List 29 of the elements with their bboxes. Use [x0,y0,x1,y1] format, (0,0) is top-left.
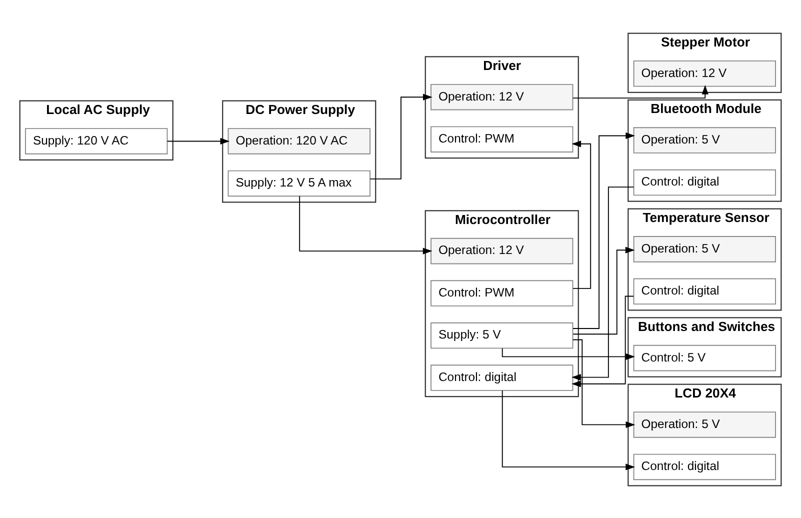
arrow [572,84,708,98]
node-box: Operation: 5 V [633,126,776,153]
arrow [572,295,634,387]
node-box: Control: digital [633,168,776,196]
arrow [502,347,636,360]
node-box: Supply: 12 V 5 A max [228,170,370,196]
arrow [572,186,634,380]
arrow [299,195,432,254]
arrow [572,246,635,334]
node-box: Control: PWM [430,280,574,306]
node-box: Supply: 5 V [430,322,574,348]
arrow [166,137,230,144]
node-box: Control: 5 V [633,344,776,371]
arrow [572,338,636,428]
node-box: Operation: 120 V AC [228,128,370,154]
node-box: Operation: 12 V [430,237,574,264]
node-box: Operation: 5 V [633,236,776,262]
node-box: Operation: 5 V [633,411,776,438]
node-box: Control: PWM [430,126,574,152]
node-box: Control: digital [633,278,776,304]
arrow [572,132,636,328]
arrow [502,390,636,470]
node-box: Supply: 120 V AC [25,128,168,154]
node-box: Operation: 12 V [633,60,776,86]
node-box: Control: digital [430,364,574,390]
arrow [572,140,592,288]
node-box: Control: digital [633,453,776,480]
arrow [370,93,432,179]
node-box: Operation: 12 V [430,83,574,110]
